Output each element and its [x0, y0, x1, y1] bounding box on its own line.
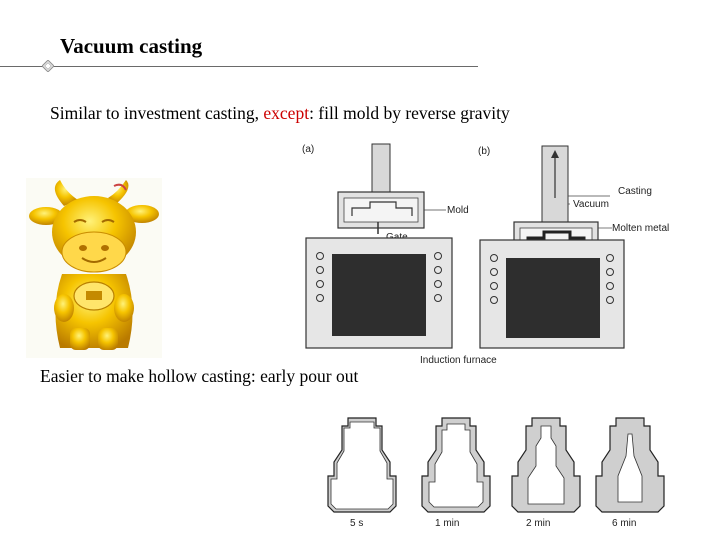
- diamond-bullet-icon: [42, 60, 54, 72]
- time-label-2min: 2 min: [526, 518, 550, 529]
- golden-ox-figurine-icon: [26, 178, 162, 358]
- vacuum-label: Vacuum: [573, 199, 609, 210]
- casting-stage-6min: [596, 418, 664, 512]
- casting-stage-1min: [422, 418, 490, 512]
- molten-metal-label: Molten metal: [612, 223, 669, 234]
- highlight-word: except: [263, 103, 309, 123]
- hollow-casting-sequence-diagram: 5 s 1 min 2 min 6 min: [320, 412, 670, 534]
- description-line-1: Similar to investment casting, except: f…: [50, 103, 510, 124]
- casting-stage-5s: [328, 418, 396, 512]
- mold-label: Mold: [447, 205, 469, 216]
- induction-furnace-label: Induction furnace: [420, 355, 497, 366]
- description-text-end: : fill mold by reverse gravity: [309, 103, 510, 123]
- casting-label: Casting: [618, 186, 652, 197]
- description-line-2: Easier to make hollow casting: early pou…: [40, 366, 358, 387]
- time-label-5s: 5 s: [350, 518, 363, 529]
- label-b: (b): [478, 146, 490, 157]
- slide-title: Vacuum casting: [60, 34, 202, 59]
- vacuum-casting-diagram: (a) Mold Gate (b) Casting Vacuum Molten …: [300, 136, 690, 368]
- casting-stage-2min: [512, 418, 580, 512]
- label-a: (a): [302, 144, 314, 155]
- title-underline: [0, 66, 478, 67]
- time-label-1min: 1 min: [435, 518, 459, 529]
- time-label-6min: 6 min: [612, 518, 636, 529]
- description-text: Similar to investment casting,: [50, 103, 263, 123]
